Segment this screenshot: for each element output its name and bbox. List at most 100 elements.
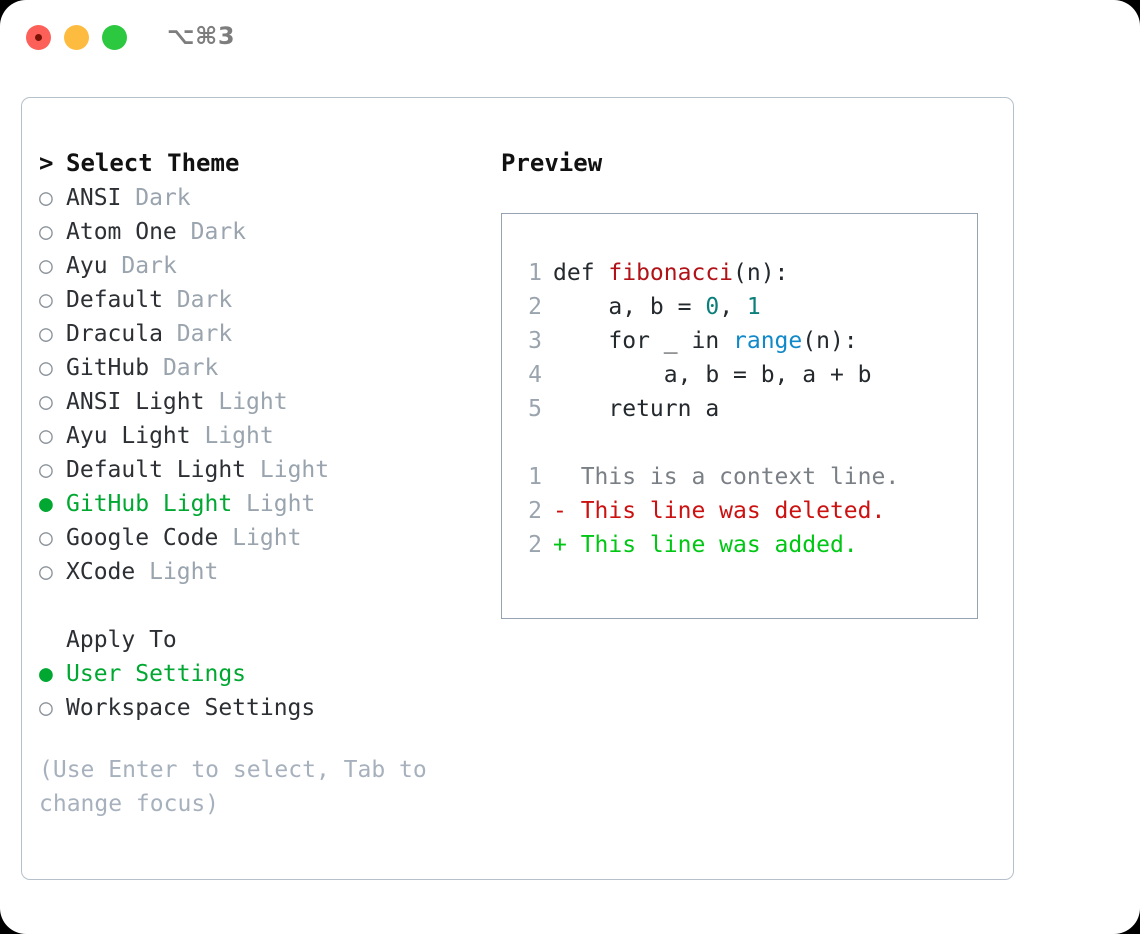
theme-variant-badge: Dark (176, 321, 233, 347)
code-line: 1 def fibonacci(n): (514, 260, 964, 294)
line-number: 4 (528, 362, 542, 388)
theme-name-badge-gap (121, 185, 135, 211)
theme-name: ANSI Light (66, 389, 205, 415)
help-text: (Use Enter to select, Tab to change focu… (39, 757, 427, 817)
main-panel: > Select Theme ○ANSI Dark○Atom One Dark○… (21, 97, 1014, 880)
theme-list-item[interactable]: ○ XCode Light (39, 559, 479, 593)
code-token: (n): (733, 260, 789, 286)
radio-unselected-icon[interactable]: ○ (39, 219, 53, 245)
theme-name-badge-gap (177, 219, 191, 245)
line-number: 2 (528, 294, 542, 320)
theme-list-item[interactable]: ○ Default Dark (39, 287, 479, 321)
apply-to-option[interactable]: ● User Settings (39, 661, 479, 695)
theme-list-item[interactable]: ○GitHub Dark (39, 355, 479, 389)
radio-unselected-icon[interactable]: ○ (39, 185, 53, 211)
theme-variant-badge: Light (218, 389, 288, 415)
theme-list-item[interactable]: ○Ayu Dark (39, 253, 479, 287)
theme-name: Ayu Light (66, 423, 191, 449)
code-line: 4 a, b = b, a + b (514, 362, 964, 396)
radio-unselected-icon[interactable]: ○ (39, 525, 53, 551)
theme-picker-header: > Select Theme (39, 149, 479, 185)
apply-to-label: Apply To (66, 627, 177, 653)
diff-line-text: - This line was deleted. (553, 498, 886, 524)
caret-icon: > (39, 149, 54, 177)
theme-variant-badge: Dark (162, 355, 219, 381)
apply-to-header: Apply To (39, 627, 479, 661)
apply-to-list: ● User Settings ○ Workspace Settings (39, 661, 479, 729)
diff-line-text: This is a context line. (553, 464, 900, 490)
minimize-button[interactable] (64, 25, 89, 50)
code-token: a, b = (553, 294, 706, 320)
code-diff-spacer (514, 430, 964, 464)
code-token: fibonacci (608, 260, 734, 286)
list-spacer (39, 593, 479, 627)
theme-variant-badge: Dark (135, 185, 191, 211)
diff-line: 2+ This line was added. (514, 532, 964, 566)
theme-variant-badge: Dark (176, 287, 233, 313)
theme-variant-badge: Dark (190, 219, 247, 245)
theme-list-item[interactable]: ○Dracula Dark (39, 321, 479, 355)
theme-name-badge-gap (246, 457, 260, 483)
theme-list-item[interactable]: ○Default Light Light (39, 457, 479, 491)
radio-unselected-icon[interactable]: ○ (39, 321, 53, 347)
theme-name: ANSI (66, 185, 122, 211)
code-line: 3 for _ in range(n): (514, 328, 964, 362)
code-token: def (553, 260, 609, 286)
close-button[interactable] (26, 25, 51, 50)
diff-line: 2- This line was deleted. (514, 498, 964, 532)
radio-unselected-icon[interactable]: ○ (39, 253, 53, 279)
diff-snippet: 1 This is a context line. 2- This line wa… (514, 464, 964, 566)
theme-name-badge-gap (191, 423, 205, 449)
code-token: 1 (746, 294, 761, 320)
theme-name-badge-gap (218, 525, 232, 551)
theme-variant-badge: Light (204, 423, 274, 449)
theme-list-item[interactable]: ○Atom One Dark (39, 219, 479, 253)
theme-name-badge-gap (163, 321, 177, 347)
window-controls (26, 25, 127, 50)
theme-list-item[interactable]: ○ Ayu Light Light (39, 423, 479, 457)
code-token: 0 (705, 294, 720, 320)
line-number: 5 (528, 396, 542, 422)
radio-unselected-icon[interactable]: ○ (39, 287, 53, 313)
radio-unselected-icon[interactable]: ○ (39, 423, 53, 449)
keyboard-shortcut-label: ⌥⌘3 (167, 22, 236, 50)
apply-to-option-label: Workspace Settings (66, 695, 316, 721)
theme-name: XCode (66, 559, 136, 585)
theme-name-badge-gap (149, 355, 163, 381)
theme-name: Ayu (66, 253, 108, 279)
theme-name: Default (66, 287, 163, 313)
radio-unselected-icon[interactable]: ○ (39, 355, 53, 381)
radio-selected-icon[interactable]: ● (39, 491, 53, 517)
theme-list-item[interactable]: ●GitHub Light Light (39, 491, 479, 525)
code-token: range (733, 328, 803, 354)
theme-name: Default Light (66, 457, 247, 483)
theme-name-badge-gap (163, 287, 177, 313)
radio-unselected-icon[interactable]: ○ (39, 389, 53, 415)
theme-list-item[interactable]: ○Google Code Light (39, 525, 479, 559)
apply-to-option[interactable]: ○ Workspace Settings (39, 695, 479, 729)
preview-title: Preview (501, 149, 603, 177)
radio-unselected-icon[interactable]: ○ (39, 695, 53, 721)
theme-list: ○ANSI Dark○Atom One Dark○Ayu Dark○Defaul… (39, 185, 479, 593)
line-number: 1 (528, 260, 542, 286)
radio-selected-icon[interactable]: ● (39, 661, 53, 687)
theme-list-item[interactable]: ○ ANSI Light Light (39, 389, 479, 423)
theme-variant-badge: Light (149, 559, 219, 585)
radio-unselected-icon[interactable]: ○ (39, 559, 53, 585)
line-number: 3 (528, 328, 542, 354)
line-number: 1 (528, 464, 542, 490)
theme-name-badge-gap (232, 491, 246, 517)
code-token: a, b = b, a + b (553, 362, 872, 388)
theme-name-badge-gap (204, 389, 218, 415)
maximize-button[interactable] (102, 25, 127, 50)
code-line: 2 a, b = 0, 1 (514, 294, 964, 328)
diff-line-text: + This line was added. (553, 532, 858, 558)
apply-to-option-label: User Settings (66, 661, 247, 687)
theme-list-item[interactable]: ○ ANSI Dark (39, 185, 479, 219)
radio-unselected-icon[interactable]: ○ (39, 457, 53, 483)
